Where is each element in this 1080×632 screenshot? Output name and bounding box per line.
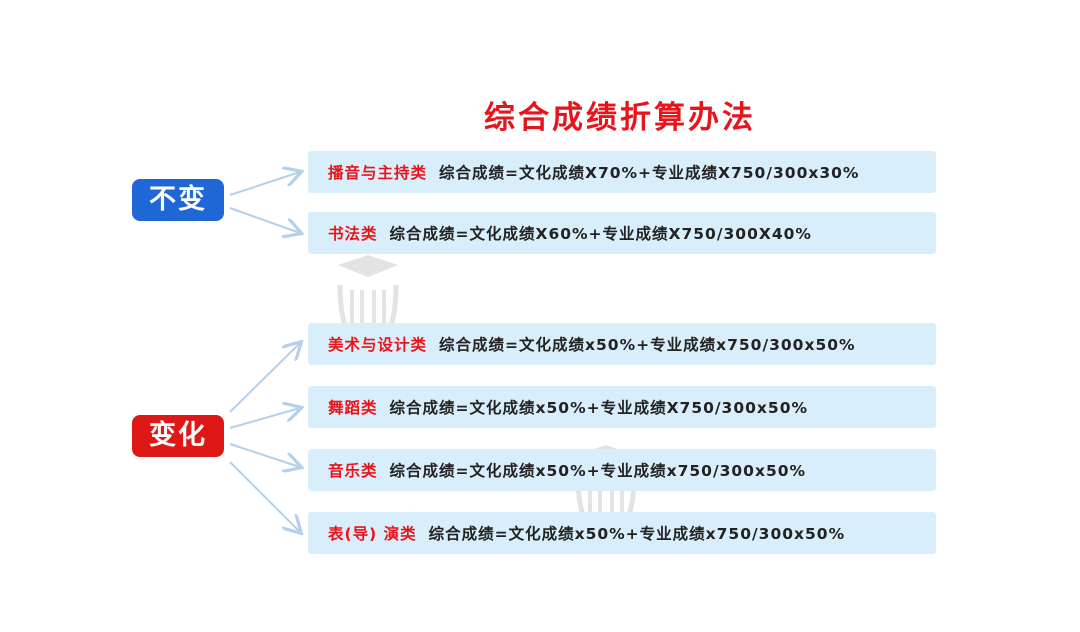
badge-unchanged: 不变 xyxy=(132,179,224,221)
formula-text: 综合成绩=文化成绩x50%+专业成绩x750/300x50% xyxy=(439,336,856,354)
arrow-to-row-3 xyxy=(229,343,300,413)
formula-text: 综合成绩=文化成绩X70%+专业成绩X750/300x30% xyxy=(439,164,860,182)
badge-changed: 变化 xyxy=(132,415,224,457)
formula-row-performance: 表(导) 演类 综合成绩=文化成绩x50%+专业成绩x750/300x50% xyxy=(308,512,936,554)
arrow-to-row-1 xyxy=(229,172,300,196)
arrow-to-row-2 xyxy=(229,207,300,233)
formula-row-dance: 舞蹈类 综合成绩=文化成绩x50%+专业成绩X750/300x50% xyxy=(308,386,936,428)
formula-text: 综合成绩=文化成绩x50%+专业成绩x750/300x50% xyxy=(428,525,846,543)
formula-row-music: 音乐类 综合成绩=文化成绩x50%+专业成绩x750/300x50% xyxy=(308,449,936,491)
arrow-to-row-4 xyxy=(229,408,300,429)
formula-row-broadcasting: 播音与主持类 综合成绩=文化成绩X70%+专业成绩X750/300x30% xyxy=(308,151,936,193)
formula-row-calligraphy: 书法类 综合成绩=文化成绩X60%+专业成绩X750/300X40% xyxy=(308,212,936,254)
category-label: 播音与主持类 xyxy=(328,164,428,182)
page-title: 综合成绩折算办法 xyxy=(484,100,756,136)
category-label: 音乐类 xyxy=(328,462,378,480)
category-label: 美术与设计类 xyxy=(328,336,428,354)
formula-text: 综合成绩=文化成绩X60%+专业成绩X750/300X40% xyxy=(389,225,812,243)
formula-row-art-design: 美术与设计类 综合成绩=文化成绩x50%+专业成绩x750/300x50% xyxy=(308,323,936,365)
formula-text: 综合成绩=文化成绩x50%+专业成绩x750/300x50% xyxy=(389,462,807,480)
category-label: 表(导) 演类 xyxy=(328,525,417,543)
arrow-to-row-5 xyxy=(229,443,300,467)
category-label: 书法类 xyxy=(328,225,378,243)
formula-text: 综合成绩=文化成绩x50%+专业成绩X750/300x50% xyxy=(389,399,809,417)
arrow-to-row-6 xyxy=(229,461,300,532)
category-label: 舞蹈类 xyxy=(328,399,378,417)
